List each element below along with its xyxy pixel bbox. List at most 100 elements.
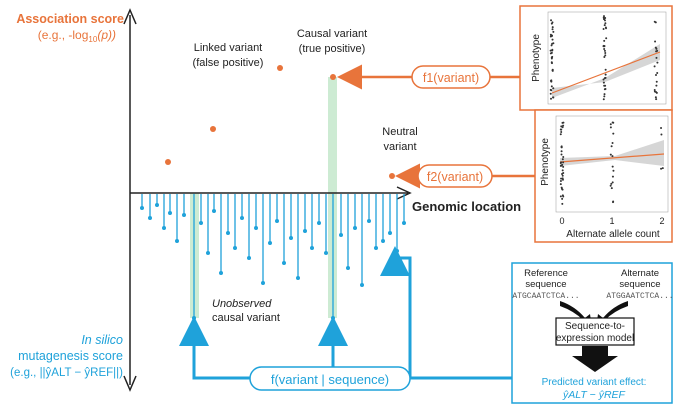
f1-connector: f1(variant) (337, 64, 520, 90)
scatter-panel-f1: Phenotype (519, 5, 673, 111)
lollipop-head (168, 211, 172, 215)
scatter-point (605, 37, 608, 40)
scatter-point (550, 19, 553, 22)
scatter-point (661, 167, 664, 170)
lollipop-head (254, 226, 258, 230)
insilico-italic: In silico (81, 333, 123, 347)
lollipop-head (275, 219, 279, 223)
scatter-point (561, 158, 564, 161)
scatter-point (609, 153, 612, 156)
f2-connector: f2(variant) (395, 163, 535, 189)
lollipop-head (374, 246, 378, 250)
lollipop-head (162, 226, 166, 230)
scatter-point (551, 68, 554, 71)
scatter-point (654, 96, 657, 99)
f-seq-connector: f(variant | sequence) (179, 246, 520, 391)
assoc-point (210, 126, 216, 132)
ref-title-1: Reference (524, 268, 568, 279)
lollipop-head (346, 266, 350, 270)
scatter-point (603, 93, 606, 96)
lollipop-head (296, 276, 300, 280)
scatter-point (561, 169, 564, 172)
neutral-label-1: Neutral (382, 126, 417, 138)
lollipop-head (140, 206, 144, 210)
scatter-point (655, 47, 658, 50)
assoc-title: Association score (16, 12, 124, 26)
lollipop-head (367, 219, 371, 223)
scatter-point (562, 195, 565, 198)
unobserved-label-2: causal variant (212, 312, 280, 324)
scatter-point (610, 187, 613, 190)
lollipop-head (268, 241, 272, 245)
scatter-point (550, 51, 553, 54)
lollipop-head (155, 203, 159, 207)
scatter-point (611, 165, 614, 168)
scatter-point (561, 197, 564, 200)
lollipop-head (324, 251, 328, 255)
scatter-point (602, 78, 605, 81)
scatter-point (550, 79, 553, 82)
panel2-xtick-1: 1 (609, 216, 614, 226)
scatter-panel-f2: Phenotype 0 1 2 Alternate allele count (534, 109, 673, 243)
assoc-sub: (e.g., -log10(p)) (38, 28, 116, 44)
annotations: Linked variant (false positive) Causal v… (193, 28, 418, 324)
lollipop-head (148, 216, 152, 220)
scatter-point (660, 133, 663, 136)
lollipop-head (182, 213, 186, 217)
model-rect (555, 317, 635, 346)
scatter-point (655, 80, 658, 83)
scatter-point (603, 56, 606, 59)
scatter-point (602, 98, 605, 101)
scatter-point (653, 90, 656, 93)
scatter-point (602, 15, 605, 18)
scatter-point (611, 142, 614, 145)
f1-pill (411, 65, 491, 89)
panel2-xlabel: Alternate allele count (566, 229, 660, 240)
scatter-point (560, 131, 563, 134)
scatter-point (656, 49, 659, 52)
lollipop-head (303, 229, 307, 233)
x-axis-label: Genomic location (412, 199, 521, 214)
down-arrow (572, 346, 618, 372)
scatter-point (653, 89, 656, 92)
scatter-point (655, 91, 658, 94)
lollipop-head (247, 256, 251, 260)
panel2-xtick-2: 2 (659, 216, 664, 226)
f-seq-label: f(variant | sequence) (271, 372, 389, 387)
lollipop-head (317, 221, 321, 225)
scatter-point (602, 81, 605, 84)
scatter-point (656, 61, 659, 64)
scatter-point (562, 161, 565, 164)
alt-title-1: Alternate (621, 268, 659, 279)
scatter-point (610, 145, 613, 148)
scatter-point (604, 22, 607, 25)
y-axis (123, 8, 137, 392)
scatter-point (560, 164, 563, 167)
scatter-point (612, 201, 615, 204)
scatter-point (610, 182, 613, 185)
scatter-point (612, 169, 615, 172)
linked-variant-point (277, 65, 283, 71)
lollipop-head (360, 283, 364, 287)
scatter-point (550, 89, 553, 92)
scatter-point (560, 145, 563, 148)
scatter-point (550, 85, 553, 88)
scatter-point (604, 84, 607, 87)
scatter-point (611, 155, 614, 158)
lollipop-head (192, 316, 196, 320)
panel1-points (549, 15, 659, 101)
scatter-point (560, 128, 563, 131)
lollipop-head (310, 246, 314, 250)
model-box: Reference sequence ATGCAATCTCA... Altern… (511, 262, 674, 404)
association-points (165, 65, 395, 179)
lollipop-head (282, 261, 286, 265)
scatter-point (655, 56, 658, 59)
scatter-point (655, 84, 658, 87)
scatter-point (550, 97, 553, 100)
f2-pill (417, 164, 493, 188)
alt-seq: ATGGAATCTCA... (606, 292, 673, 301)
scatter-point (603, 45, 606, 48)
linked-label-1: Linked variant (194, 42, 263, 54)
